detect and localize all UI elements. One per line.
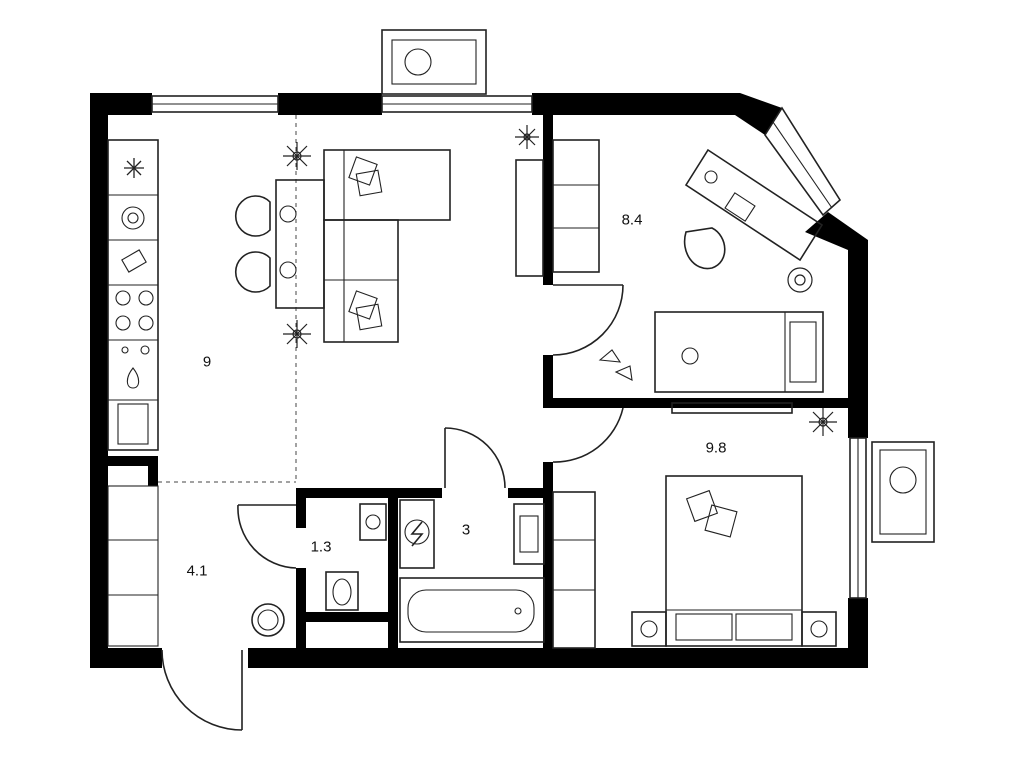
bathroom xyxy=(399,499,545,643)
room-area-hallway: 4.1 xyxy=(186,562,208,580)
ac-units xyxy=(381,29,935,543)
sofa xyxy=(323,149,451,343)
snowflake-icon xyxy=(124,158,144,178)
child-room-furniture xyxy=(552,139,824,393)
ottoman xyxy=(251,603,285,637)
room-area-child-bedroom: 8.4 xyxy=(621,211,643,229)
outer-walls xyxy=(90,93,868,668)
master-bedroom-furniture xyxy=(552,402,837,649)
room-area-toilet: 1.3 xyxy=(310,538,332,556)
bar-table xyxy=(234,179,325,309)
room-area-master-bedroom: 9.8 xyxy=(705,439,727,457)
doors xyxy=(161,284,624,731)
room-area-bathroom: 3 xyxy=(461,521,471,539)
windows xyxy=(151,95,867,599)
ottoman-inner xyxy=(257,609,279,631)
room-area-living: 9 xyxy=(202,353,212,371)
kitchen-counter xyxy=(107,139,159,647)
toilet-room xyxy=(325,503,387,611)
flower-icon xyxy=(283,125,837,436)
tv-stand xyxy=(515,159,544,277)
stove-icon xyxy=(115,290,154,331)
